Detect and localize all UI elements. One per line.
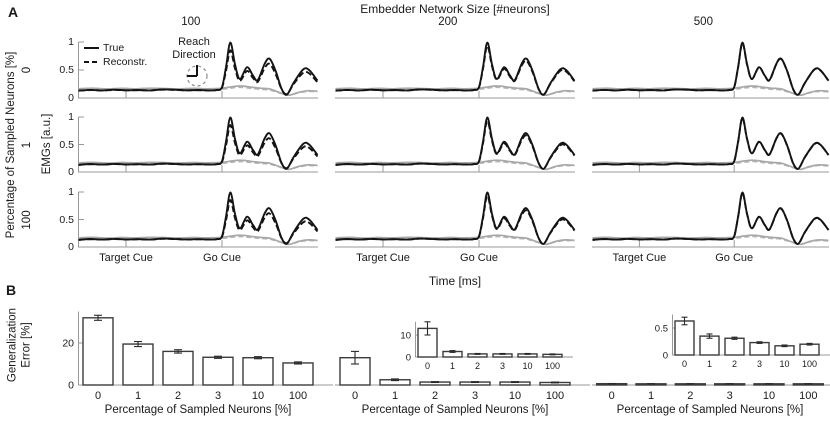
bar-xlabel-100: Percentage of Sampled Neurons [%]: [104, 404, 292, 416]
svg-text:10: 10: [509, 390, 521, 402]
svg-text:10: 10: [763, 390, 775, 402]
emg-subplot-r2c3: [592, 116, 830, 173]
target-cue-label: Target Cue: [356, 252, 410, 264]
panel-b-label: B: [6, 282, 17, 298]
svg-text:3: 3: [757, 359, 762, 369]
legend-reconstr-label: Reconstr.: [103, 56, 148, 68]
svg-text:100: 100: [802, 359, 817, 369]
svg-text:0: 0: [609, 390, 615, 402]
emg-subplot-r2c1: [78, 116, 319, 173]
ytick-label: 1: [68, 186, 74, 198]
ytick-label: 1: [68, 111, 74, 123]
svg-text:3: 3: [472, 390, 478, 402]
svg-text:1: 1: [450, 361, 455, 371]
legend-true-line-swatch: [84, 47, 99, 49]
svg-text:3: 3: [215, 390, 221, 402]
svg-text:1: 1: [135, 390, 141, 402]
emg-subplot-r1c3: [592, 41, 830, 99]
emg-subplot-r3c2: [335, 191, 576, 248]
embedder-size-title: Embedder Network Size [#neurons]: [360, 2, 550, 16]
svg-text:2: 2: [732, 359, 737, 369]
panel-a-label: A: [8, 4, 19, 20]
svg-text:2: 2: [475, 361, 480, 371]
svg-text:100: 100: [799, 390, 817, 402]
column-header-500: 500: [693, 16, 713, 28]
legend-true-label: True: [103, 42, 125, 54]
row-label-1: 1: [21, 141, 33, 148]
svg-text:10: 10: [252, 390, 264, 402]
row-label-0: 0: [21, 66, 33, 74]
legend-entry-reconstr: Reconstr.: [84, 56, 147, 68]
svg-text:3: 3: [500, 361, 505, 371]
ytick-label: 0.5: [59, 213, 74, 226]
svg-text:100: 100: [289, 390, 307, 402]
ytick-label: 0: [68, 166, 74, 178]
svg-text:0.5: 0.5: [655, 324, 668, 335]
ytick-label: 0: [68, 241, 74, 253]
row-label-100: 100: [21, 209, 33, 230]
reach-direction-annotation: Reach Direction: [172, 36, 216, 62]
target-cue-label: Target Cue: [612, 252, 667, 264]
svg-text:1: 1: [392, 390, 398, 402]
svg-text:1: 1: [707, 359, 712, 369]
svg-text:100: 100: [546, 390, 564, 402]
svg-text:2: 2: [175, 390, 181, 402]
bar-xlabel-200: Percentage of Sampled Neurons [%]: [361, 404, 549, 416]
emg-subplot-r1c1: [78, 41, 319, 99]
time-axis-label: Time [ms]: [428, 274, 482, 288]
emg-subplot-r2c2: [335, 116, 576, 173]
svg-text:0: 0: [95, 390, 101, 402]
bar-xlabel-500: Percentage of Sampled Neurons [%]: [616, 404, 804, 416]
emg-subplot-r1c2: [335, 41, 576, 99]
emg-subplot-r3c3: [592, 191, 830, 248]
go-cue-label: Go Cue: [715, 252, 754, 264]
svg-text:100: 100: [545, 361, 560, 371]
legend-reconstr-line-swatch: [84, 61, 99, 63]
bar-chart-gen_error_500: 0 1 2 3 10 100 0 0.5 0 1 2 3 10 100: [592, 314, 830, 402]
ytick-label: 0.5: [59, 64, 74, 76]
svg-text:0: 0: [406, 353, 411, 364]
emg-subplot-r3c1: [78, 191, 319, 248]
bar-chart-gen_error_100: 0 20 0 1 2 3 10 100: [62, 311, 333, 402]
ytick-label: 0.5: [59, 138, 74, 151]
legend-entry-true: True: [84, 42, 124, 54]
svg-text:10: 10: [400, 331, 411, 342]
svg-text:0: 0: [68, 380, 74, 392]
svg-text:0: 0: [425, 361, 430, 371]
svg-text:10: 10: [779, 359, 789, 369]
go-cue-label: Go Cue: [460, 252, 498, 264]
svg-text:0: 0: [352, 390, 358, 402]
svg-text:10: 10: [522, 361, 532, 371]
svg-text:1: 1: [648, 390, 654, 402]
ytick-label: 0: [68, 92, 74, 104]
column-header-200: 200: [438, 16, 458, 28]
target-cue-label: Target Cue: [99, 252, 153, 264]
svg-text:2: 2: [687, 390, 693, 402]
svg-text:3: 3: [727, 390, 733, 402]
svg-text:0: 0: [663, 351, 668, 362]
go-cue-label: Go Cue: [203, 252, 241, 264]
svg-text:0: 0: [682, 359, 687, 369]
svg-text:20: 20: [62, 338, 74, 350]
svg-text:2: 2: [432, 390, 438, 402]
ytick-label: 1: [68, 36, 74, 48]
column-header-100: 100: [181, 16, 201, 28]
reach-direction-dial-icon: [186, 65, 208, 87]
